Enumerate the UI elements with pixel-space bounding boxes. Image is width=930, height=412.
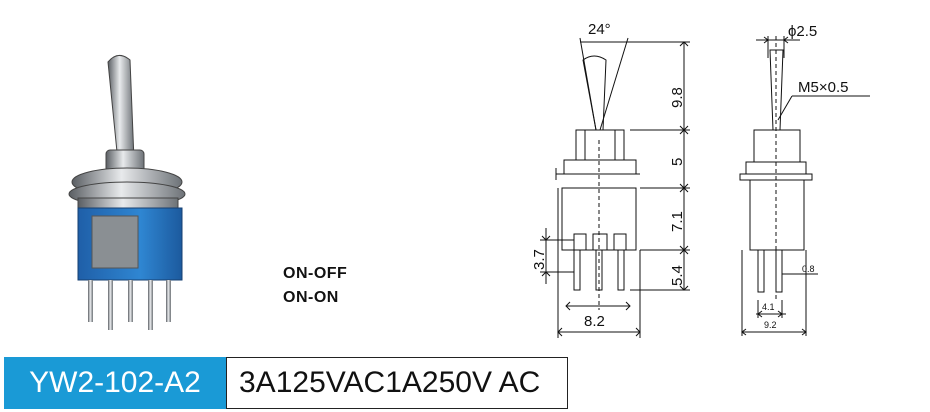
dim-terminal-length: 5.4	[669, 265, 686, 286]
mode-on-on: ON-ON	[283, 289, 339, 306]
product-photo	[68, 55, 186, 330]
dim-terminal-thickness: 0.8	[802, 264, 815, 274]
electrical-rating-box: 3A125VAC1A250V AC	[226, 357, 568, 409]
electrical-rating: 3A125VAC1A250V AC	[239, 366, 541, 399]
switch-modes: ON-OFF ON-ON	[283, 262, 347, 310]
dim-terminal-pitch: 4.1	[762, 302, 775, 312]
side-view	[739, 36, 870, 336]
front-view	[540, 37, 690, 338]
dim-body-height: 7.1	[669, 211, 686, 232]
model-number-badge: YW2-102-A2	[4, 357, 226, 409]
dim-lever-diameter: ϕ2.5	[788, 23, 817, 40]
model-number: YW2-102-A2	[29, 366, 201, 399]
dim-body-width-side: 9.2	[764, 320, 777, 330]
dim-thread: M5×0.5	[798, 79, 848, 96]
dim-lever-angle: 24°	[588, 21, 611, 38]
dim-bushing-height: 5	[669, 158, 686, 166]
dim-lever-height: 9.8	[669, 87, 686, 108]
dim-body-width-front: 8.2	[584, 313, 605, 330]
dim-terminal-offset: 3.7	[531, 249, 548, 270]
mode-on-off: ON-OFF	[283, 265, 348, 282]
dimension-drawing: 24° 9.8 5 7.1 5.4 3.7 8.2	[531, 21, 870, 338]
